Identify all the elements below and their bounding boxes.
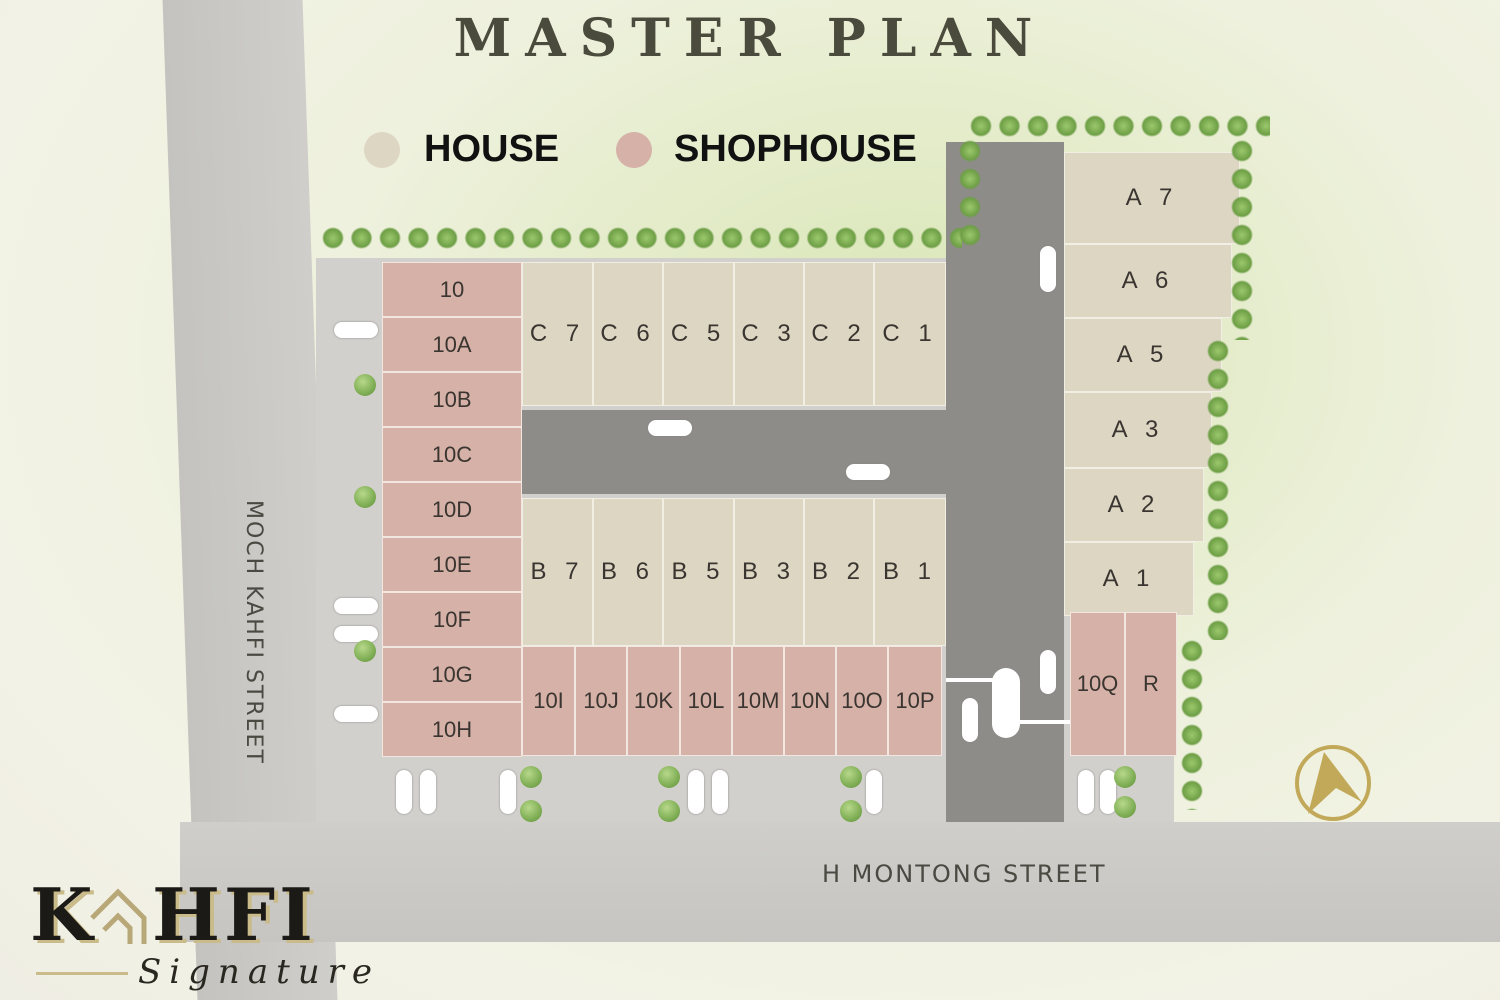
lot-10e[interactable]: 10E bbox=[382, 537, 522, 592]
car-icon bbox=[712, 770, 728, 814]
logo-tagline: Signature bbox=[138, 952, 381, 992]
car-icon bbox=[1100, 770, 1116, 814]
logo-divider bbox=[36, 972, 128, 975]
car-icon bbox=[962, 698, 978, 742]
tree-column-right-bottom bbox=[1180, 640, 1204, 810]
lot-10f[interactable]: 10F bbox=[382, 592, 522, 647]
car-icon bbox=[846, 464, 890, 480]
lot-10k[interactable]: 10K bbox=[627, 646, 680, 756]
north-arrow-icon bbox=[1294, 744, 1372, 822]
tree-column-right-lower bbox=[1206, 340, 1230, 640]
lot-c6[interactable]: C 6 bbox=[593, 262, 663, 406]
lot-a3[interactable]: A 3 bbox=[1064, 392, 1212, 468]
lot-10n[interactable]: 10N bbox=[784, 646, 836, 756]
tree-row-top-right bbox=[970, 114, 1270, 138]
car-icon bbox=[420, 770, 436, 814]
logo-letters-hfi: HFI bbox=[152, 872, 317, 957]
tree-icon bbox=[354, 640, 376, 662]
kahfi-logo: K HFI Signature bbox=[30, 872, 372, 992]
lot-c2[interactable]: C 2 bbox=[804, 262, 874, 406]
car-icon bbox=[334, 706, 378, 722]
tree-row-top bbox=[322, 226, 962, 250]
lot-a6[interactable]: A 6 bbox=[1064, 244, 1232, 318]
lot-10i[interactable]: 10I bbox=[522, 646, 575, 756]
car-icon bbox=[500, 770, 516, 814]
tree-icon bbox=[1114, 766, 1136, 788]
lot-c7[interactable]: C 7 bbox=[522, 262, 593, 406]
car-icon bbox=[866, 770, 882, 814]
lot-c5[interactable]: C 5 bbox=[663, 262, 734, 406]
lot-10d[interactable]: 10D bbox=[382, 482, 522, 537]
car-icon bbox=[1078, 770, 1094, 814]
tree-icon bbox=[354, 486, 376, 508]
gate-island bbox=[992, 668, 1020, 738]
car-icon bbox=[688, 770, 704, 814]
shophouse-legend-label: SHOPHOUSE bbox=[674, 128, 917, 170]
lot-b1[interactable]: B 1 bbox=[874, 498, 946, 646]
lot-c1[interactable]: C 1 bbox=[874, 262, 946, 406]
shophouse-corner: 10Q R bbox=[1070, 612, 1177, 756]
car-icon bbox=[648, 420, 692, 436]
car-icon bbox=[1040, 246, 1056, 292]
tree-icon bbox=[520, 766, 542, 788]
lot-10m[interactable]: 10M bbox=[732, 646, 784, 756]
tree-icon bbox=[1114, 796, 1136, 818]
car-icon bbox=[1040, 650, 1056, 694]
lot-a5[interactable]: A 5 bbox=[1064, 318, 1222, 392]
tree-icon bbox=[840, 766, 862, 788]
page-title: MASTER PLAN bbox=[453, 8, 1047, 69]
shophouse-column: 10 10A 10B 10C 10D 10E 10F 10G 10H bbox=[382, 262, 522, 757]
moch-kahfi-street-label: MOCH KAHFI STREET bbox=[241, 500, 266, 765]
house-roof-icon bbox=[88, 882, 152, 946]
gate-bar-right bbox=[1018, 720, 1070, 724]
tree-icon bbox=[354, 374, 376, 396]
shophouse-legend-swatch bbox=[616, 132, 652, 168]
lot-b2[interactable]: B 2 bbox=[804, 498, 874, 646]
lot-10c[interactable]: 10C bbox=[382, 427, 522, 482]
lot-10l[interactable]: 10L bbox=[680, 646, 732, 756]
lot-b7[interactable]: B 7 bbox=[522, 498, 593, 646]
lot-10[interactable]: 10 bbox=[382, 262, 522, 317]
tree-column-right bbox=[1230, 140, 1254, 340]
house-row-b: B 7 B 6 B 5 B 3 B 2 B 1 bbox=[522, 498, 946, 646]
lot-10p[interactable]: 10P bbox=[888, 646, 942, 756]
tree-icon bbox=[658, 800, 680, 822]
lot-10g[interactable]: 10G bbox=[382, 647, 522, 702]
house-legend-label: HOUSE bbox=[424, 128, 560, 170]
lot-a2[interactable]: A 2 bbox=[1064, 468, 1204, 542]
car-icon bbox=[334, 598, 378, 614]
lot-b3[interactable]: B 3 bbox=[734, 498, 804, 646]
lot-b5[interactable]: B 5 bbox=[663, 498, 734, 646]
lot-r[interactable]: R bbox=[1125, 612, 1177, 756]
house-row-c: C 7 C 6 C 5 C 3 C 2 C 1 bbox=[522, 262, 946, 406]
lot-10a[interactable]: 10A bbox=[382, 317, 522, 372]
h-montong-street-label: H MONTONG STREET bbox=[822, 860, 1107, 888]
internal-road-horizontal bbox=[522, 410, 962, 494]
lot-c3[interactable]: C 3 bbox=[734, 262, 804, 406]
tree-column-left bbox=[958, 140, 982, 250]
car-icon bbox=[334, 626, 378, 642]
h-montong-street bbox=[180, 822, 1500, 942]
lot-a1[interactable]: A 1 bbox=[1064, 542, 1194, 616]
logo-letter-k: K bbox=[30, 872, 97, 957]
gate-bar-left bbox=[946, 678, 994, 682]
tree-icon bbox=[520, 800, 542, 822]
tree-icon bbox=[658, 766, 680, 788]
car-icon bbox=[334, 322, 378, 338]
lot-10h[interactable]: 10H bbox=[382, 702, 522, 757]
lot-10j[interactable]: 10J bbox=[575, 646, 627, 756]
car-icon bbox=[396, 770, 412, 814]
tree-icon bbox=[840, 800, 862, 822]
shophouse-row: 10I 10J 10K 10L 10M 10N 10O 10P bbox=[522, 646, 942, 756]
lot-a7[interactable]: A 7 bbox=[1064, 152, 1240, 244]
lot-b6[interactable]: B 6 bbox=[593, 498, 663, 646]
house-legend-swatch bbox=[364, 132, 400, 168]
lot-10q[interactable]: 10Q bbox=[1070, 612, 1125, 756]
lot-10o[interactable]: 10O bbox=[836, 646, 888, 756]
lot-10b[interactable]: 10B bbox=[382, 372, 522, 427]
